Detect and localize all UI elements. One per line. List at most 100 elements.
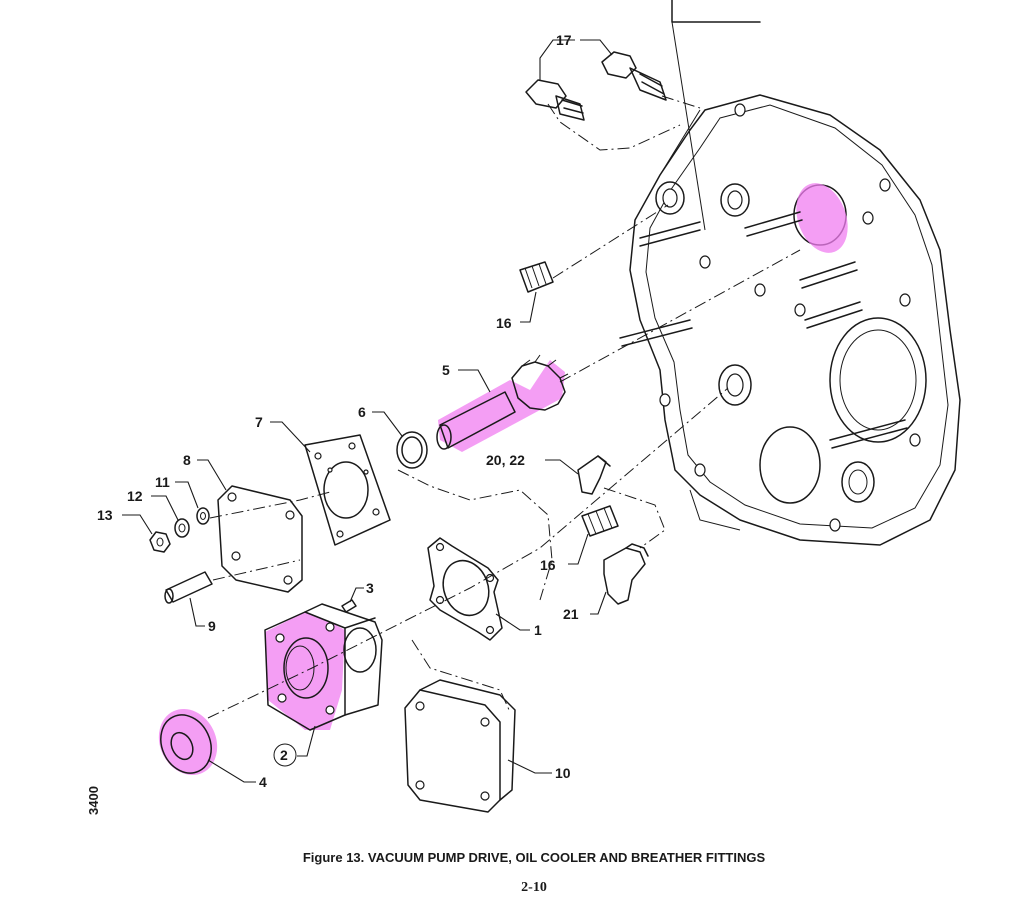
callout-8: 8 [183, 452, 191, 468]
centerline-elbow [603, 487, 666, 549]
housing-bolt-hole [694, 463, 706, 477]
part-17-breather-fittings [525, 51, 667, 121]
leader-17-left [539, 39, 575, 80]
leader-11 [175, 481, 199, 509]
leader-2 [297, 725, 316, 757]
gasket-1-hole [485, 625, 495, 635]
part-13-nut [149, 531, 171, 553]
callout-17: 17 [556, 32, 572, 48]
leader-9 [189, 597, 205, 627]
pin-3 [341, 599, 357, 613]
housing-lower-boss [759, 426, 821, 504]
part-21-elbow-fitting [603, 543, 649, 605]
housing-upper-port-left-hole [662, 188, 678, 208]
figure-caption: Figure 13. VACUUM PUMP DRIVE, OIL COOLER… [303, 850, 766, 865]
housing-threaded-port [841, 461, 875, 503]
housing-bolt-hole [734, 103, 746, 117]
housing-threaded-port-inner [848, 469, 868, 495]
cover-10-hole [480, 791, 490, 801]
drive-shaft-spline-end [436, 424, 452, 450]
centerline-seal [397, 469, 553, 601]
housing-outline [629, 94, 961, 546]
centerline-pump-axis [207, 387, 729, 719]
leader-4 [207, 759, 256, 783]
housing-upper-port-left [655, 181, 685, 215]
housing-main-bore [829, 317, 927, 443]
housing-bolt-hole [862, 211, 874, 225]
part-9-dowel [164, 571, 213, 604]
part-8-cover-plate [217, 485, 303, 593]
gasket-1-bore [442, 559, 490, 617]
cover-plate-8-hole [227, 492, 237, 502]
callout-21: 21 [563, 606, 579, 622]
callout-3: 3 [366, 580, 374, 596]
assembly-centerlines [207, 95, 801, 719]
leader-16-upper [520, 291, 537, 323]
gasket-7-hole [348, 442, 356, 450]
drive-gear-tooth-lines [521, 354, 569, 379]
part-11-washer [196, 507, 210, 525]
dowel-9-body [165, 571, 213, 603]
callout-2-circle [273, 743, 297, 767]
cover-plate-8-hole [285, 510, 295, 520]
callout-12: 12 [127, 488, 143, 504]
callout-4: 4 [259, 774, 267, 790]
seal-4-outer [160, 714, 212, 774]
centerline-stud-lower [212, 559, 301, 581]
housing-bolt-hole [754, 283, 766, 297]
housing-fitting-bore-hole [726, 373, 744, 397]
housing-stud [744, 211, 803, 237]
housing-bolt-hole [794, 303, 806, 317]
fitting-17-hex-right [601, 51, 637, 79]
callout-7: 7 [255, 414, 263, 430]
nut-13-hole [156, 537, 164, 547]
housing-bolt-hole [899, 293, 911, 307]
adapter-2-hole [275, 633, 285, 643]
leader-10 [507, 759, 552, 774]
centerline-drive-shaft [559, 249, 801, 383]
adapter-2-bore [283, 637, 329, 699]
leader-16-lower [568, 533, 589, 565]
fitting-17-body-left [555, 95, 585, 121]
part-4-oil-seal [158, 708, 218, 776]
housing-bolt-hole [879, 178, 891, 192]
part-20-22-elbow-fitting [577, 455, 611, 495]
callout-11: 11 [155, 474, 170, 490]
housing-upper-port-center-hole [727, 190, 743, 210]
drive-shaft-body [439, 391, 516, 449]
housing-bolt-hole [909, 433, 921, 447]
elbow-20-22-edge [597, 455, 611, 467]
gasket-7-hole [372, 508, 380, 516]
adapter-2-side [304, 603, 383, 716]
washer-11-hole [200, 512, 206, 520]
fitting-17-thread-right [639, 73, 665, 95]
gasket-1-hole [435, 595, 445, 605]
cover-10-hole [415, 780, 425, 790]
cover-plate-8-hole [283, 575, 293, 585]
callout-2: 2 [280, 747, 288, 763]
adapter-2-hole [325, 705, 335, 715]
callout-16-lower: 16 [540, 557, 556, 573]
gasket-7-bore [323, 461, 369, 519]
callout-16-upper: 16 [496, 315, 512, 331]
callout-leaders [122, 39, 613, 783]
leader-20-22 [545, 459, 579, 475]
drawing-number: 3400 [86, 786, 101, 815]
plug-16-lower-body [581, 505, 619, 537]
cover-10-hole [480, 717, 490, 727]
housing-stud [619, 319, 693, 347]
leader-17-right [580, 39, 613, 56]
part-3-pin [341, 599, 357, 613]
part-2-pump-adapter [264, 603, 383, 731]
adapter-2-edge [344, 617, 376, 629]
lock-washer-12 [174, 518, 190, 538]
centerline-fitting-17-right [661, 95, 701, 109]
callout-5: 5 [442, 362, 450, 378]
leader-7 [270, 421, 311, 453]
leader-3 [349, 587, 364, 603]
centerline-stud-upper [209, 491, 331, 519]
adapter-2-boss [343, 627, 377, 673]
gasket-7-hole [327, 467, 333, 473]
